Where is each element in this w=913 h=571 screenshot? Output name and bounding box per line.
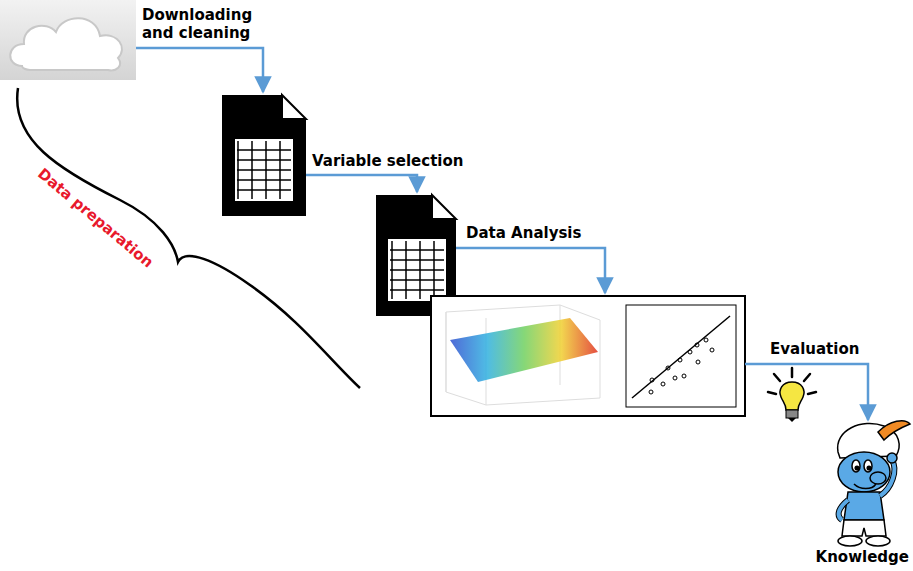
step-label: Downloading and cleaning (142, 6, 264, 42)
spreadsheet-icon (222, 95, 306, 216)
smurf-figure (838, 421, 910, 546)
flow-arrows (136, 48, 868, 420)
step-label: Data Analysis (466, 224, 616, 242)
phase-label: Data preparation (35, 164, 158, 271)
brace (17, 88, 360, 388)
step-label: Evaluation (770, 340, 880, 358)
analysis-panel (431, 296, 745, 416)
step-label: Variable selection (312, 152, 472, 170)
result-label: Knowledge (816, 548, 909, 566)
cloud-icon (0, 0, 136, 80)
light-bulb (768, 368, 816, 422)
